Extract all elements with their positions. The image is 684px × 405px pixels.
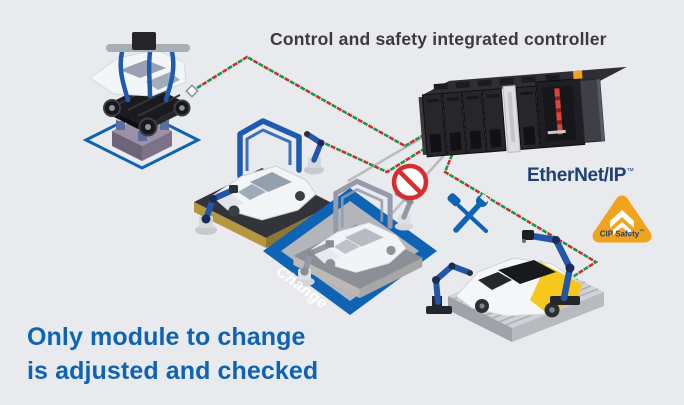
station-chassis-assembly bbox=[82, 32, 202, 170]
page-title: Control and safety integrated controller bbox=[270, 29, 607, 49]
controller-rack bbox=[418, 66, 627, 158]
cip-safety-label: CIP Safety bbox=[599, 229, 640, 239]
connector-node-icon bbox=[185, 84, 199, 98]
ethernet-ip-trademark: ™ bbox=[626, 166, 634, 176]
cip-safety-label-wrap: CIP Safety™ bbox=[594, 229, 650, 239]
maintenance-tools-icon bbox=[447, 193, 490, 233]
caption-line-1: Only module to change bbox=[27, 323, 306, 351]
ethernet-ip-logo: EtherNet/IP™ bbox=[527, 165, 634, 187]
ethernet-ip-label: EtherNet/IP bbox=[527, 165, 627, 186]
caption-message: Only module to change is adjusted and ch… bbox=[27, 320, 318, 388]
station-change-zone bbox=[263, 181, 437, 315]
caption-line-2: is adjusted and checked bbox=[27, 357, 319, 385]
cip-safety-badge bbox=[592, 195, 652, 243]
cip-safety-trademark: ™ bbox=[639, 229, 645, 235]
prohibition-icon bbox=[391, 163, 429, 201]
station-painting bbox=[426, 230, 604, 342]
